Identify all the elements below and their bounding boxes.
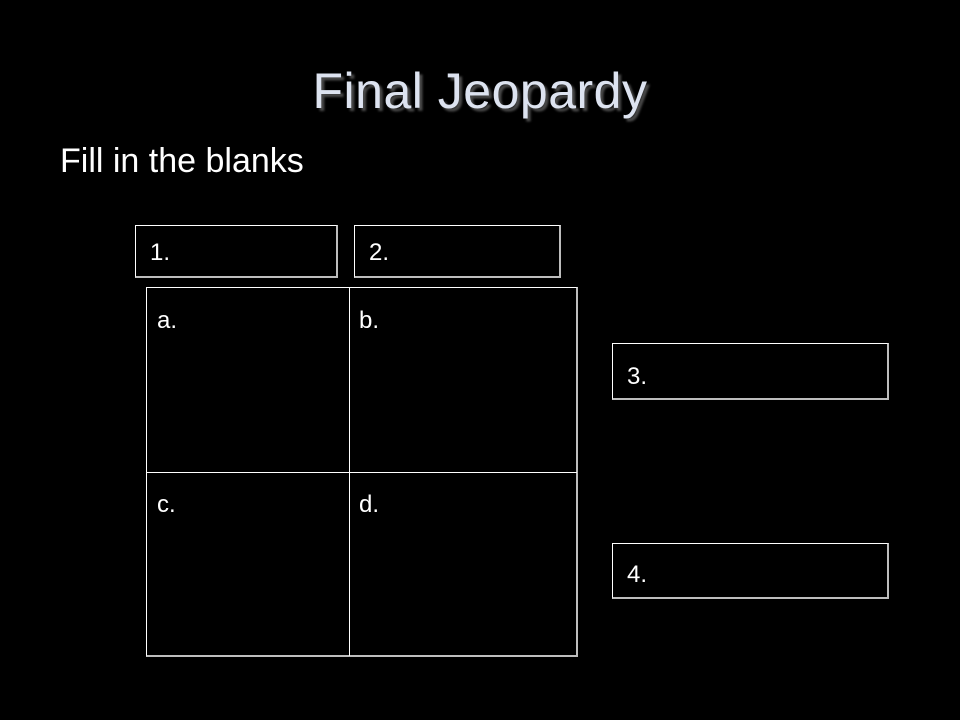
grid-cell-a: a. — [157, 307, 178, 334]
blank-box-1: 1. — [135, 225, 338, 278]
blank-box-4: 4. — [612, 543, 889, 599]
slide-subtitle: Fill in the blanks — [60, 142, 304, 180]
blank-box-3: 3. — [612, 343, 889, 400]
grid-cell-c: c. — [157, 491, 176, 518]
blank-grid: a. b. c. d. — [146, 287, 578, 657]
blank-box-2: 2. — [354, 225, 561, 278]
slide-title: Final Jeopardy — [312, 63, 648, 119]
grid-cell-d: d. — [359, 491, 380, 518]
grid-horizontal-divider — [147, 472, 577, 473]
grid-cell-b: b. — [359, 307, 380, 334]
